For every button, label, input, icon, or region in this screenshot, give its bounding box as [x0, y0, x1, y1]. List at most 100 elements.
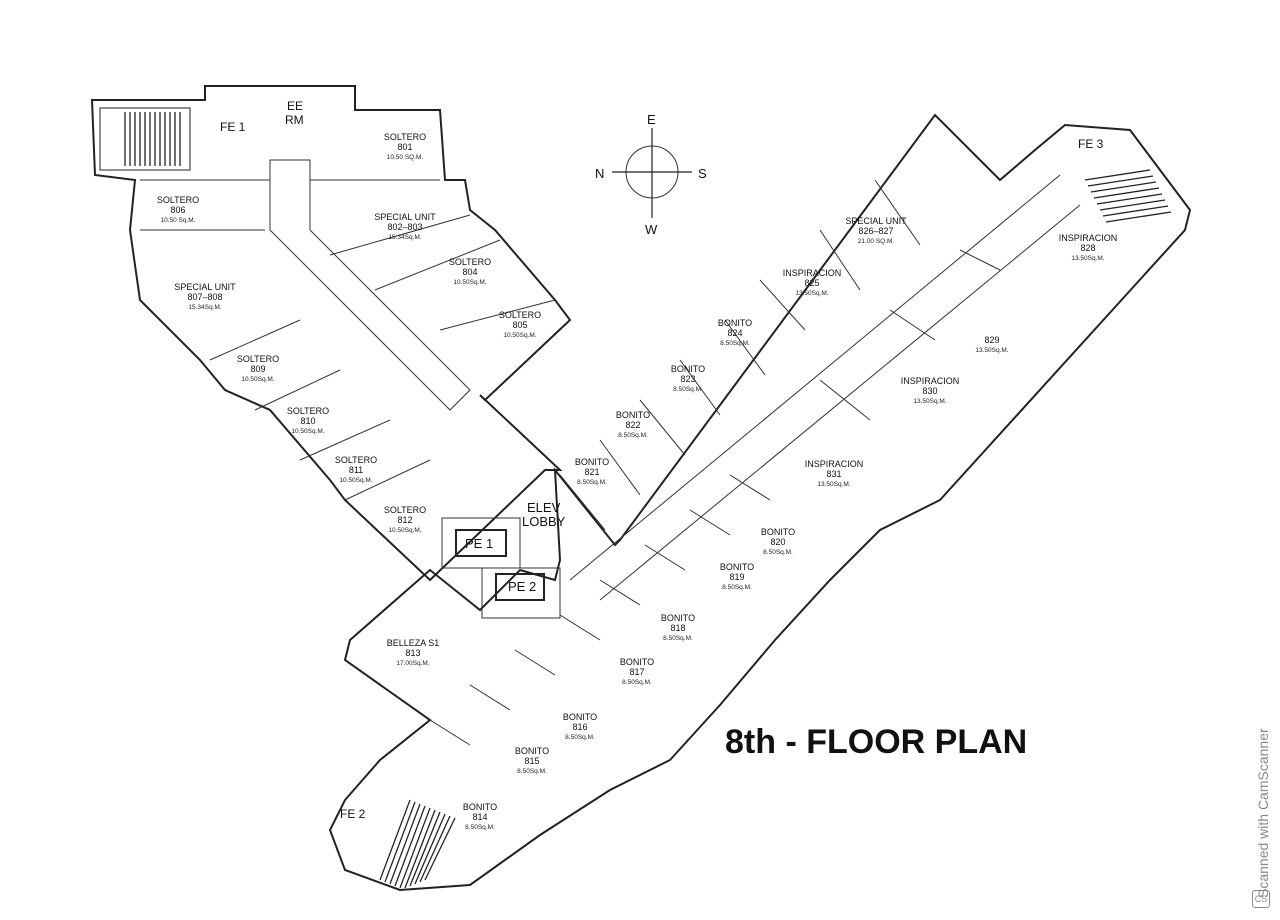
unit-area: 10.50Sq.M. — [388, 527, 421, 534]
pe1-label: PE 1 — [465, 536, 493, 551]
unit-name: SPECIAL UNIT — [845, 216, 907, 226]
page-title: 8th - FLOOR PLAN — [725, 723, 1027, 761]
unit-number: 815 — [524, 756, 539, 766]
stair-fe1 — [99, 107, 191, 171]
unit-area: 8.50Sq.M. — [577, 479, 607, 486]
unit-name: BONITO — [720, 562, 754, 572]
unit-name: SOLTERO — [335, 455, 377, 465]
compass-rose: E W N S — [595, 112, 707, 237]
unit-area: 10.50 Sq.M. — [160, 217, 195, 224]
unit-number: 819 — [729, 572, 744, 582]
unit-area: 10.50 SQ.M. — [387, 154, 424, 161]
unit-name: SOLTERO — [449, 257, 491, 267]
unit-area: 10.50Sq.M. — [291, 428, 324, 435]
unit-name: BONITO — [463, 802, 497, 812]
unit-number: 817 — [629, 667, 644, 677]
unit-name: BONITO — [671, 364, 705, 374]
unit-name: BONITO — [718, 318, 752, 328]
ee-room-label-line1: EE — [287, 99, 303, 113]
ee-room-label-line2: RM — [285, 113, 304, 127]
unit-area: 8.50Sq.M. — [465, 824, 495, 831]
unit-name: SPECIAL UNIT — [174, 282, 236, 292]
unit-area: 13.50Sq.M. — [1071, 255, 1104, 262]
upper-left-wing-outline — [90, 85, 572, 582]
compass-south: S — [698, 166, 707, 181]
unit-area: 8.50Sq.M. — [673, 386, 703, 393]
unit-area: 10.50Sq.M. — [339, 477, 372, 484]
camscanner-watermark: Scanned with CamScanner CS — [1248, 670, 1274, 910]
unit-name: SOLTERO — [384, 132, 426, 142]
elevator-lobby-label-line1: ELEV — [527, 500, 561, 515]
compass-west: W — [645, 222, 658, 237]
unit-name: SOLTERO — [157, 195, 199, 205]
unit-area: 13.50Sq.M. — [817, 481, 850, 488]
unit-number: 801 — [397, 142, 412, 152]
unit-number: 816 — [572, 722, 587, 732]
unit-number: 821 — [584, 467, 599, 477]
unit-number: 809 — [250, 364, 265, 374]
unit-number: 824 — [727, 328, 742, 338]
unit-name: SOLTERO — [287, 406, 329, 416]
area-labels: FE 1 FE 2 FE 3 EE RM ELEV LOBBY PE 1 PE … — [220, 99, 1104, 821]
compass-north: N — [595, 166, 604, 181]
unit-partitions — [140, 179, 1001, 746]
unit-area: 15.34Sq.M. — [388, 234, 421, 241]
unit-number: 830 — [922, 386, 937, 396]
unit-area: 15.34Sq.M. — [188, 304, 221, 311]
elevator-pe1 — [441, 517, 521, 569]
unit-area: 13.50Sq.M. — [913, 398, 946, 405]
unit-area: 8.50Sq.M. — [663, 635, 693, 642]
unit-name: BONITO — [515, 746, 549, 756]
lower-diagonal-wing-outline — [328, 113, 1192, 892]
unit-number: 811 — [349, 465, 363, 475]
unit-number: 831 — [826, 469, 841, 479]
fe1-label: FE 1 — [220, 120, 246, 134]
unit-number: 806 — [170, 205, 185, 215]
unit-number: 810 — [300, 416, 315, 426]
unit-number: 828 — [1080, 243, 1095, 253]
unit-area: 10.50Sq.M. — [503, 332, 536, 339]
unit-name: BELLEZA S1 — [387, 638, 440, 648]
unit-name: INSPIRACION — [805, 459, 864, 469]
unit-area: 21.00 SQ.M. — [858, 238, 895, 245]
stair-fe3 — [1084, 169, 1172, 223]
unit-name: SOLTERO — [237, 354, 279, 364]
unit-number: 823 — [680, 374, 695, 384]
unit-area: 13.50Sq.M. — [795, 290, 828, 297]
camscanner-logo-icon: CS — [1252, 890, 1270, 908]
unit-number: 802–803 — [387, 222, 422, 232]
unit-number: 812 — [397, 515, 412, 525]
unit-number: 826–827 — [858, 226, 893, 236]
fe3-label: FE 3 — [1078, 137, 1104, 151]
unit-number: 820 — [770, 537, 785, 547]
unit-area: 10.50Sq.M. — [453, 279, 486, 286]
unit-area: 8.50Sq.M. — [722, 584, 752, 591]
unit-area: 8.50Sq.M. — [622, 679, 652, 686]
unit-number: 814 — [472, 812, 487, 822]
fe2-label: FE 2 — [340, 807, 366, 821]
unit-number: 804 — [462, 267, 477, 277]
unit-name: BONITO — [616, 410, 650, 420]
